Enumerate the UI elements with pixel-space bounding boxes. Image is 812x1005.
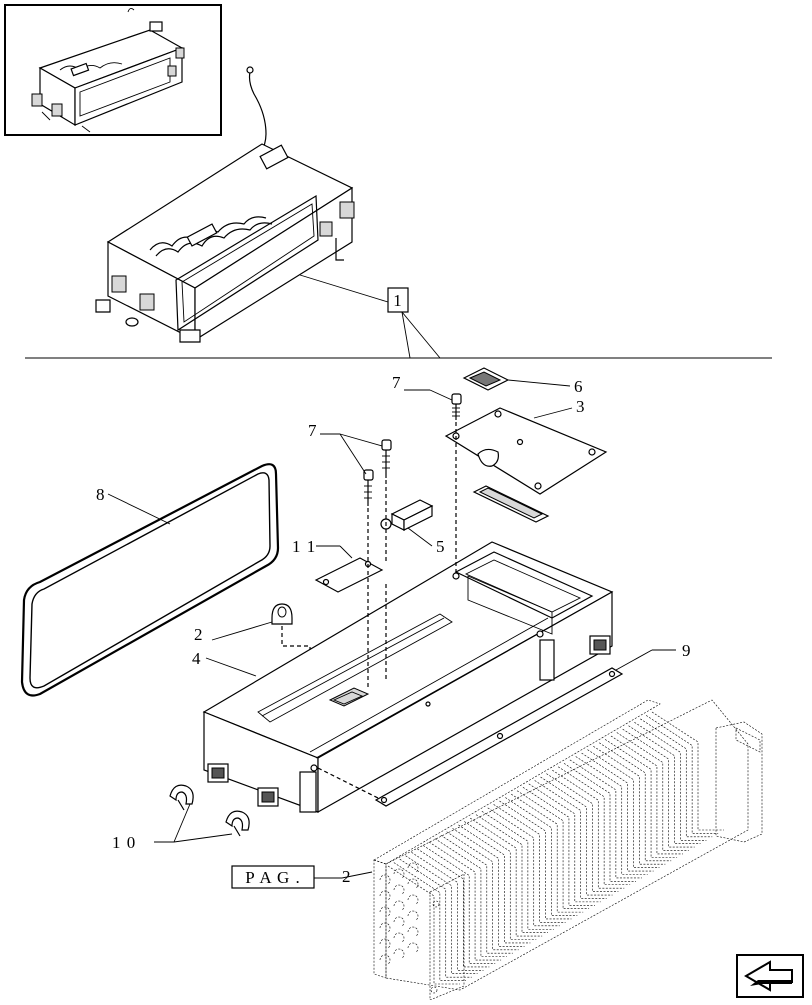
core-fin [481,810,554,930]
tube-end [407,878,419,889]
core-fin [522,787,595,906]
label-part-5: 5 [436,537,446,556]
core-fin [405,855,478,975]
core-fin [423,845,496,964]
core-fin [581,752,654,872]
core-fin [469,817,543,937]
core-fin [622,728,695,848]
tube-end [393,900,405,911]
seal-gasket-part-8 [20,463,280,697]
tube-end [379,938,391,949]
core-fin [616,732,689,851]
core-fin [446,831,519,951]
tube-end [379,954,391,965]
core-fin [487,807,560,927]
label-part-7-top: 7 [392,373,402,392]
tube-end [393,884,405,895]
core-fin [534,780,607,899]
core-fin [604,739,678,858]
core-fin [651,711,724,831]
svg-text:P A G .: P A G . [245,868,301,887]
core-fin [645,715,719,834]
label-part-7-pair: 7 [308,421,318,440]
label-part-11: 1 1 [292,537,316,556]
core-fin [411,852,484,971]
core-fin [546,773,619,892]
core-fin [593,745,666,865]
grommet-part-2 [211,603,311,702]
bracket-part-11 [314,545,384,593]
tube-end [407,942,419,953]
core-fin [458,824,531,944]
screw-part-7-top [404,389,462,420]
core-fin [569,759,642,879]
svg-text:1: 1 [393,291,403,310]
tube-end [393,868,405,879]
cover-plate-part-3 [444,407,608,495]
assembly-dashed-lines [317,422,457,801]
core-fin [399,858,472,978]
core-fin [393,862,466,981]
label-part-3: 3 [576,397,586,416]
page-reference-number: 2 [342,867,352,886]
housing-part-4 [202,541,614,814]
core-fin [634,722,707,841]
screw-part-7-pair [320,433,392,506]
core-fin [640,718,713,838]
page-reference: P A G . [231,865,373,889]
clamps-part-10 [154,784,250,843]
assembled-heater-unit [95,66,389,343]
assembly-thumbnail [4,4,222,136]
part-label-1: 1 [387,287,441,359]
core-fin [516,790,590,910]
core-fin [464,821,537,940]
core-fin [557,766,631,886]
core-fin [428,841,502,961]
tube-end [407,862,419,873]
tube-end [407,910,419,921]
core-fin [610,735,683,855]
tube-end [379,922,391,933]
heat-exchanger-core [373,699,763,1001]
core-fin [452,828,525,947]
tube-end [393,916,405,927]
core-fin [511,793,584,913]
label-part-2: 2 [194,625,204,644]
core-fin [528,783,601,903]
core-fin [505,797,578,916]
core-fin [493,804,566,923]
tube-end [379,874,391,885]
core-fin [540,776,613,896]
core-fin [575,756,648,875]
tube-end [407,926,419,937]
pad-part-6 [462,367,571,391]
core-fin [587,749,660,868]
core-fin [434,838,507,957]
core-fin [599,742,672,862]
tube-end [379,906,391,917]
label-part-8: 8 [96,485,106,504]
core-fin [499,800,572,920]
core-fin [475,814,548,933]
label-part-9: 9 [682,641,692,660]
foam-strip [472,485,550,523]
next-page-arrow-icon[interactable] [736,954,804,998]
core-fin [563,763,636,882]
label-part-4: 4 [192,649,202,668]
label-part-6: 6 [574,377,584,396]
core-fin [417,848,490,968]
core-fin [440,834,513,954]
core-fin [387,865,460,985]
sensor-part-5 [380,499,434,547]
label-part-10: 1 0 [112,833,136,852]
tube-end [379,890,391,901]
support-bar-part-9 [374,649,676,807]
core-fin [552,769,625,889]
tube-end [407,894,419,905]
tube-end [393,932,405,943]
core-fin [628,725,701,844]
tube-end [393,948,405,959]
